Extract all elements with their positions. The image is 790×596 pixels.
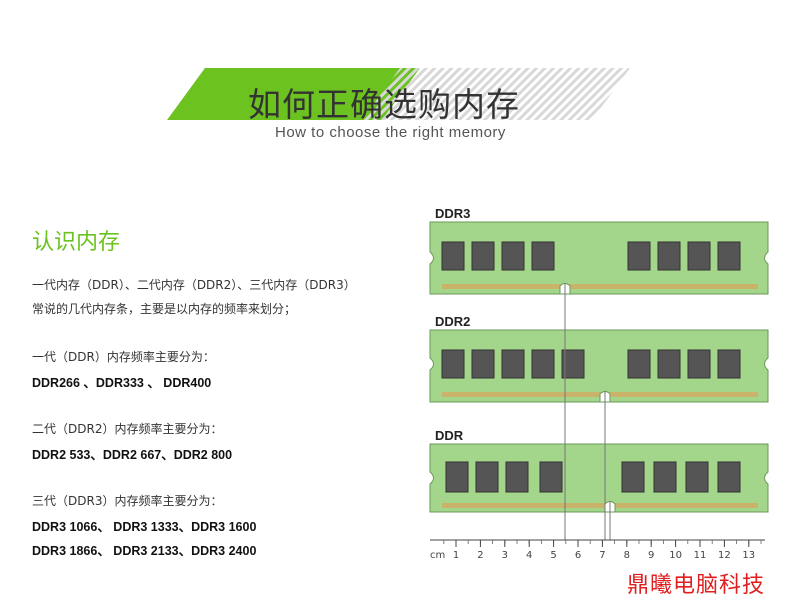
ddr3-label: 三代（DDR3）内存频率主要分为： xyxy=(32,494,223,508)
chip xyxy=(687,349,711,379)
page-subtitle: How to choose the right memory xyxy=(275,124,506,141)
ddr3-values-2: DDR3 1866、 DDR3 2133、DDR3 2400 xyxy=(32,544,257,558)
ddr2-label: 二代（DDR2）内存频率主要分为： xyxy=(32,422,223,436)
section-heading: 认识内存 xyxy=(32,230,121,255)
chip xyxy=(687,241,711,271)
banner-graphic xyxy=(167,68,630,120)
ddr2-values: DDR2 533、DDR2 667、DDR2 800 xyxy=(32,448,233,462)
chip xyxy=(531,349,555,379)
ruler-tick-label: 11 xyxy=(694,550,707,561)
module-ddr3 xyxy=(429,221,769,295)
header-banner: 如何正确选购内存 How to choose the right memory xyxy=(0,0,790,160)
watermark: 鼎曦电脑科技 xyxy=(627,573,766,596)
chip xyxy=(657,241,681,271)
chip xyxy=(657,349,681,379)
ruler-tick-label: 8 xyxy=(624,550,630,561)
chip xyxy=(501,241,525,271)
chip xyxy=(627,349,651,379)
chip xyxy=(531,241,555,271)
chip xyxy=(475,461,499,493)
chip xyxy=(441,241,465,271)
page-title: 如何正确选购内存 xyxy=(248,85,520,124)
ruler-tick-label: 10 xyxy=(669,550,682,561)
chip xyxy=(653,461,677,493)
ruler-unit: cm xyxy=(430,550,445,561)
chip xyxy=(505,461,529,493)
ruler-tick-label: 13 xyxy=(742,550,755,561)
banner-green-parallelogram xyxy=(167,68,420,120)
chip xyxy=(471,241,495,271)
ruler-tick-label: 4 xyxy=(526,550,532,561)
module-ddr xyxy=(429,443,769,513)
chip xyxy=(539,461,563,493)
intro-line-2: 常说的几代内存条，主要是以内存的频率来划分； xyxy=(32,302,297,316)
module-label-ddr: DDR xyxy=(435,428,464,443)
ruler-tick-label: 7 xyxy=(599,550,605,561)
gold-contacts xyxy=(442,503,758,508)
ruler-tick-label: 2 xyxy=(477,550,483,561)
chip xyxy=(561,349,585,379)
chip xyxy=(441,349,465,379)
chip xyxy=(501,349,525,379)
chip xyxy=(717,461,741,493)
ruler-tick-label: 6 xyxy=(575,550,581,561)
ruler-tick-label: 3 xyxy=(502,550,508,561)
ddr-label: 一代（DDR）内存频率主要分为： xyxy=(32,350,215,364)
intro-line-1: 一代内存（DDR）、二代内存（DDR2）、三代内存（DDR3） xyxy=(32,278,356,292)
ruler-tick-label: 5 xyxy=(550,550,556,561)
gold-contacts xyxy=(442,284,758,289)
chip xyxy=(717,241,741,271)
chip xyxy=(627,241,651,271)
chip xyxy=(717,349,741,379)
module-label-ddr3: DDR3 xyxy=(435,206,471,221)
ruler-tick-label: 12 xyxy=(718,550,731,561)
banner-striped-parallelogram xyxy=(362,68,630,120)
chip xyxy=(685,461,709,493)
ruler-tick-label: 9 xyxy=(648,550,654,561)
chip xyxy=(445,461,469,493)
ddr3-values-1: DDR3 1066、 DDR3 1333、DDR3 1600 xyxy=(32,520,257,534)
module-label-ddr2: DDR2 xyxy=(435,314,471,329)
ruler-tick-label: 1 xyxy=(453,550,459,561)
chip xyxy=(621,461,645,493)
ddr-values: DDR266 、DDR333 、 DDR400 xyxy=(32,376,212,390)
module-ddr2 xyxy=(429,329,769,403)
chip xyxy=(471,349,495,379)
